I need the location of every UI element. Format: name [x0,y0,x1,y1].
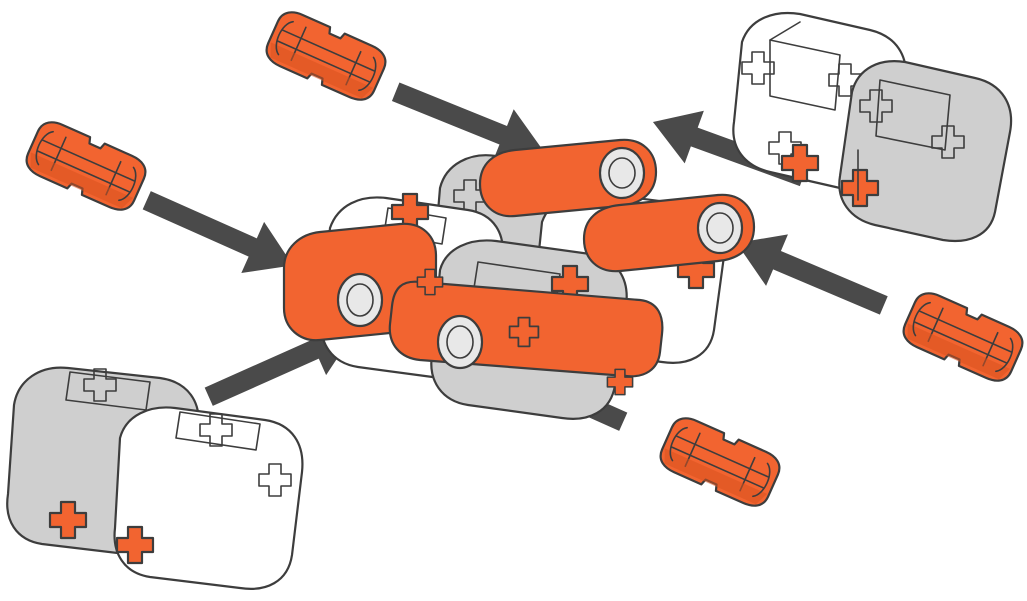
loose-cube-white-bottomleft [113,406,304,590]
connector-pin-top [260,5,392,107]
connector-pin-left [20,115,152,217]
arrow-left-to-hub [135,174,305,291]
hub-link-bar-right [582,193,756,273]
connector-pin-right [897,286,1027,388]
loose-cube-gray-topright [838,60,1013,242]
connector-pin-bottom [654,411,786,513]
